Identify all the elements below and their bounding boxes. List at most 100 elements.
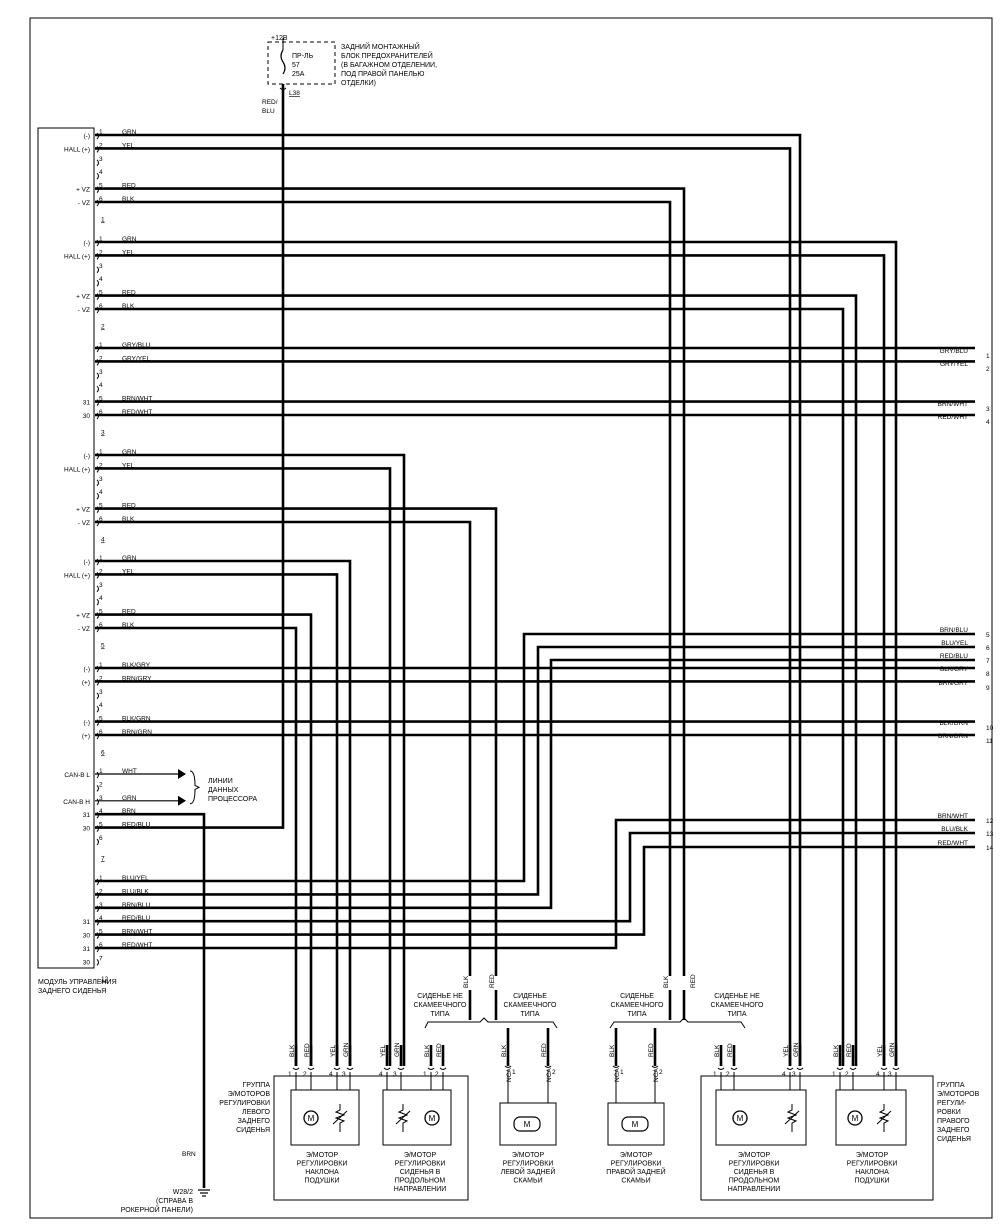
page-border xyxy=(29,17,993,1219)
pin-mark xyxy=(96,838,99,846)
motor-wire-color: BLK xyxy=(833,1044,840,1057)
motor-wire-color: YEL xyxy=(877,1044,884,1057)
module-pin-label: (-) xyxy=(84,133,91,140)
wire-red-blu xyxy=(95,658,975,910)
pin-mark xyxy=(96,479,99,487)
motor-caption: НАКЛОНА xyxy=(305,1169,339,1176)
module-pin-label: (-) xyxy=(84,720,91,727)
pin-mark xyxy=(96,452,99,460)
pin-number: 6 xyxy=(99,835,103,842)
right-connector-pin: 9 xyxy=(986,685,990,692)
pin-number: 5 xyxy=(99,929,103,936)
wire-color-label: GRN xyxy=(122,236,137,243)
module-pin-label: (-) xyxy=(84,666,91,673)
motor-caption: РЕГУЛИРОВКИ xyxy=(847,1161,898,1168)
motor-pin-mark xyxy=(651,1065,659,1068)
left-group-label: ГРУППА xyxy=(243,1082,271,1089)
wire-color-label: RED xyxy=(122,183,136,190)
module-pin-label: HALL (+) xyxy=(64,253,90,260)
wire-color-label: BRN/BLU xyxy=(122,902,150,909)
motor-wire-color: BLK xyxy=(609,1044,616,1057)
pin-mark xyxy=(96,412,99,420)
seat-type-label: ТИПА xyxy=(627,1011,646,1018)
pin-mark xyxy=(96,492,99,500)
wire-grn xyxy=(95,133,802,1066)
motor-pin-mark xyxy=(439,1067,447,1070)
connector-group-id: 5 xyxy=(101,642,105,649)
pin-mark xyxy=(96,918,99,926)
pin-mark xyxy=(96,572,99,579)
hall-sensor-arrow xyxy=(784,1110,800,1125)
motor-wire-color: RED xyxy=(304,1043,311,1057)
motor-caption: ПРАВОЙ ЗАДНЕЙ xyxy=(606,1167,665,1176)
right-connector-color: BLK/GRY xyxy=(940,666,969,673)
module-pin-label: CAN-B H xyxy=(63,799,90,806)
motor-pin-number: 3 xyxy=(393,1071,397,1078)
pin-mark xyxy=(96,719,99,726)
pin-number: 6 xyxy=(99,409,103,416)
wire-brn-ground xyxy=(95,812,206,1188)
hall-sensor-arrow xyxy=(876,1110,892,1125)
right-connector-color: BRN/GRY xyxy=(939,680,969,687)
motor-circle xyxy=(847,1110,863,1126)
pin-mark xyxy=(96,785,99,792)
wire-blk xyxy=(95,626,298,1066)
right-group-label: РОВКИ xyxy=(937,1109,961,1116)
module-pin-label: - VZ xyxy=(78,307,90,314)
pin-mark xyxy=(96,146,99,153)
pin-number: 5 xyxy=(99,716,103,723)
wire-color-label: BLK xyxy=(122,622,135,629)
motor-caption: Э/МОТОР xyxy=(856,1152,889,1159)
wire-color-label: BRN xyxy=(122,808,136,815)
pin-number: 2 xyxy=(99,781,103,788)
connector-group-id: 7 xyxy=(101,855,105,862)
motor-pin-label: NCA xyxy=(546,1068,553,1082)
motor-wire-color: GRN xyxy=(793,1042,800,1057)
pin-number: 5 xyxy=(99,503,103,510)
pin-number: 4 xyxy=(99,595,103,602)
vertical-wire-label: BLK xyxy=(463,975,470,988)
pin-number: 1 xyxy=(99,555,103,562)
hall-sensor-arrow xyxy=(395,1110,411,1125)
fuse-description: БЛОК ПРЕДОХРАНИТЕЛЕЙ xyxy=(341,51,433,60)
wire-color-label: RED xyxy=(122,609,136,616)
pin-mark xyxy=(96,705,99,713)
motor-box xyxy=(715,1089,807,1146)
wire-blu-yel xyxy=(95,645,975,896)
motor-caption: НАПРАВЛЕНИИ xyxy=(728,1186,781,1193)
fuse-box xyxy=(267,41,336,85)
connector-group-id: 6 xyxy=(101,749,105,756)
pin-mark xyxy=(96,598,99,606)
pin-number: 5 xyxy=(99,609,103,616)
wire-color-label: RED/BLU xyxy=(122,822,150,829)
pin-mark xyxy=(96,519,99,527)
motor-wire-color: RED xyxy=(727,1043,734,1057)
pin-mark xyxy=(96,811,99,819)
wire-color-label: BLK xyxy=(122,516,135,523)
pin-mark xyxy=(96,959,99,966)
pin-mark xyxy=(96,253,99,260)
wire-color-label: YEL xyxy=(122,568,135,575)
motor-pin-mark xyxy=(383,1067,391,1070)
pin-number: 4 xyxy=(99,382,103,389)
data-lines-label: ДАННЫХ xyxy=(208,787,239,794)
motor-box xyxy=(290,1089,360,1146)
module-pin-label: - VZ xyxy=(78,626,90,633)
module-pin-label: HALL (+) xyxy=(64,146,90,153)
fuse-wire-color: BLU xyxy=(262,108,275,115)
motor-pin-number: 2 xyxy=(845,1071,849,1078)
fuse-name: ПР-ЛЬ xyxy=(292,53,314,60)
motor-wire-color: BLK xyxy=(714,1044,721,1057)
pin-number: 2 xyxy=(99,568,103,575)
wire-color-label: RED/BLU xyxy=(122,915,150,922)
motor-pin-mark xyxy=(333,1067,341,1070)
motor-pin-label: NCA xyxy=(506,1068,513,1082)
module-pin-label: + VZ xyxy=(76,507,90,514)
motor-pin-mark xyxy=(544,1065,552,1068)
module-pin-label: HALL (+) xyxy=(64,466,90,473)
right-connector-pin: 12 xyxy=(986,818,994,825)
motor-pin-number: 2 xyxy=(303,1071,307,1078)
right-connector-pin: 10 xyxy=(986,725,994,732)
pin-number: 1 xyxy=(99,129,103,136)
pin-number: 4 xyxy=(99,489,103,496)
